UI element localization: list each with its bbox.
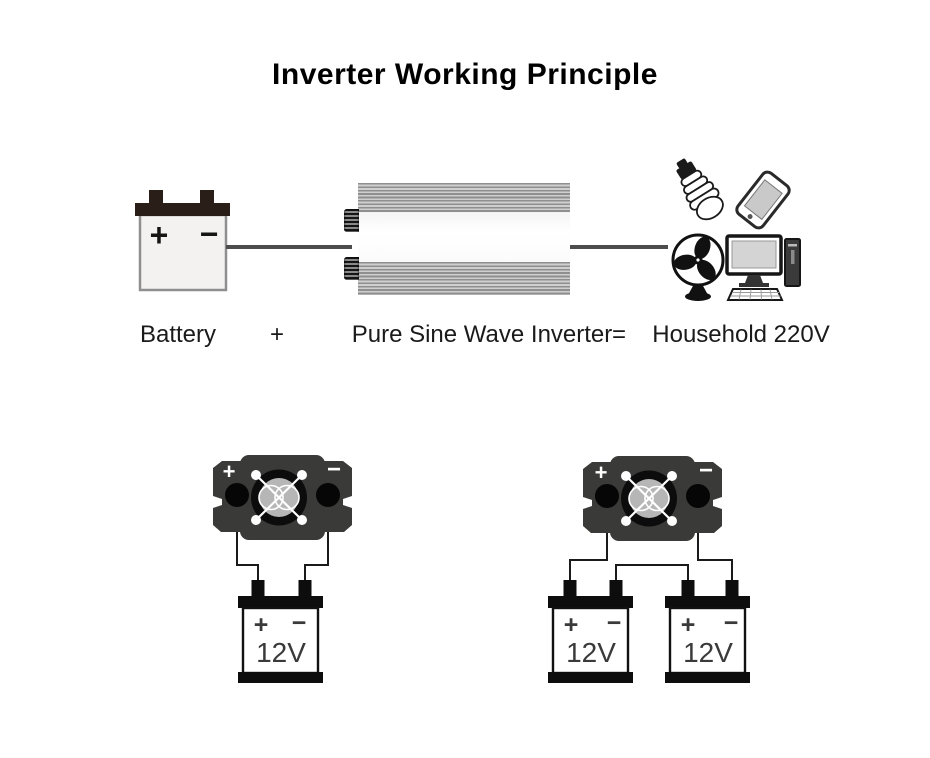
inverter-plus-label: + [595,460,608,485]
battery-voltage-label: 12V [566,637,616,668]
caption-inverter: Pure Sine Wave Inverter [351,321,613,348]
battery-plus-label: + [564,611,579,639]
caption-battery: Battery [139,321,217,348]
inverter-terminal-knob-top [344,209,359,232]
battery-plus-label: + [681,611,696,639]
battery-plus-label: + [150,217,169,253]
inverter-middle-panel [358,212,570,262]
inverter-top-fins [358,183,570,212]
battery-minus-label: − [292,609,307,637]
dual-battery-setup-diagram: + − + − 12V + − 12V [548,454,750,683]
page-title: Inverter Working Principle [272,58,658,91]
battery-minus-label: − [724,609,739,637]
battery-icon: + − [135,190,230,292]
inverter-terminal-knob-bottom [344,257,359,280]
battery-12v-second: + − 12V [665,580,750,683]
battery-plus-label: + [254,611,269,639]
battery-voltage-label: 12V [256,637,306,668]
battery-post-positive [149,190,163,204]
battery-minus-label: − [607,609,622,637]
inverter-plus-label: + [223,459,236,484]
battery-body [138,213,228,292]
battery-voltage-label: 12V [683,637,733,668]
caption-equals: = [611,321,627,348]
battery-12v-first: + − 12V [548,580,633,683]
single-battery-setup-diagram: + − + − 12V [211,453,354,683]
inverter-bottom-fins [358,262,570,295]
computer-icon [725,234,801,301]
inverter-minus-label: − [699,457,713,484]
battery-12v: + − 12V [238,580,323,683]
wire-inverter-to-appliances [570,245,668,249]
wire-series-link [615,564,689,590]
battery-minus-label: − [200,216,219,252]
phone-icon [735,170,791,230]
inverter-image [344,183,570,295]
fan-icon [671,233,725,301]
caption-plus: + [269,321,285,348]
inverter-minus-label: − [327,456,341,483]
caption-household: Household 220V [652,321,830,348]
wire-battery-to-inverter [226,245,352,249]
bulb-icon [676,158,724,221]
household-appliances-icons [671,158,801,301]
battery-post-negative [200,190,214,204]
battery-cap [135,203,230,216]
